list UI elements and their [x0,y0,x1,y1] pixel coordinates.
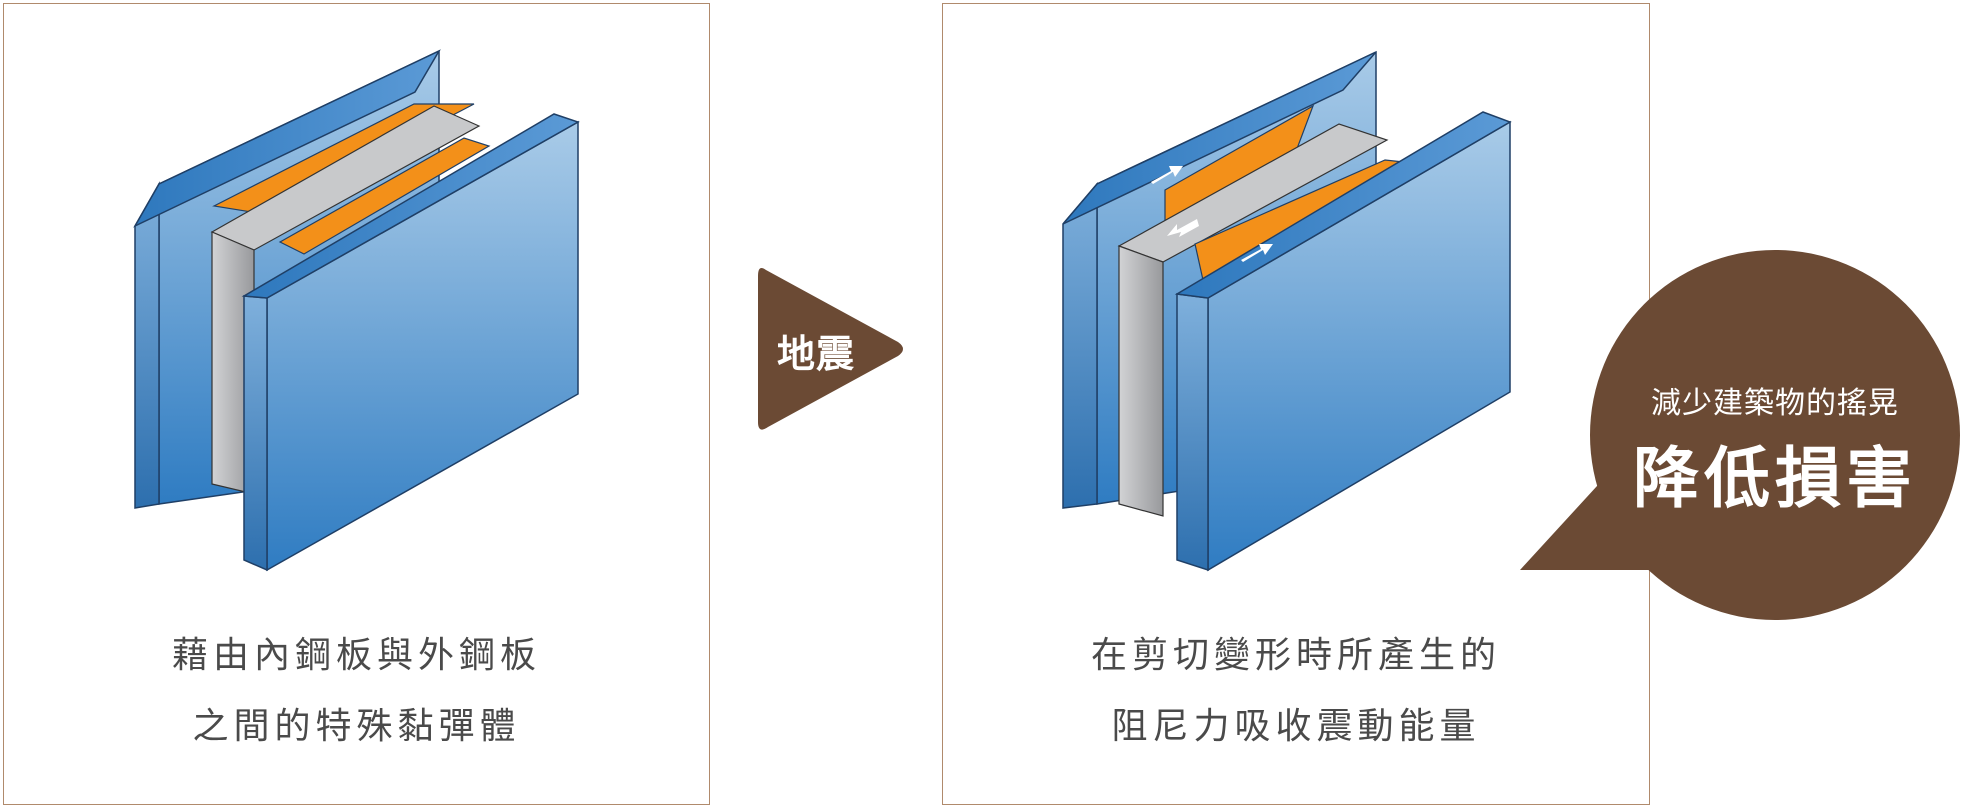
shear-arrow-up-icon [1151,166,1183,184]
shear-arrow-down-icon [1167,219,1199,237]
outer-steel-plate-front [241,113,580,572]
result-speech-bubble [1520,250,1960,620]
caption-line-2: 阻尼力吸收震動能量 [1111,706,1481,747]
panel-before-earthquake: 藉由內鋼板與外鋼板 之間的特殊黏彈體 [3,3,710,805]
callout-subtitle: 減少建築物的搖晃 [1651,386,1899,421]
callout-title: 降低損害 [1633,440,1917,517]
panel-during-earthquake: 在剪切變形時所產生的 阻尼力吸收震動能量 [942,3,1650,805]
earthquake-label: 地震 [776,332,855,376]
caption-line-1: 藉由內鋼板與外鋼板 [171,635,541,676]
damper-illustration-shear [1062,50,1512,572]
damper-illustration-static [133,49,580,572]
shear-arrow-front-icon [1241,244,1273,262]
caption-line-1: 在剪切變形時所產生的 [1090,635,1501,676]
viscoelastic-layer-front [278,137,491,255]
earthquake-arrow-icon [758,268,903,430]
caption-line-2: 之間的特殊黏彈體 [192,706,521,747]
